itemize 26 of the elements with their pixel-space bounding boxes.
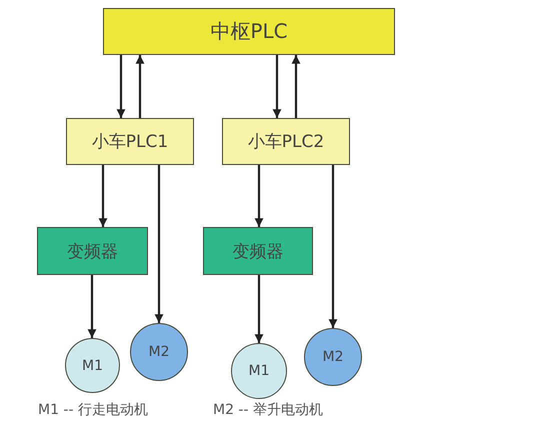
node-label: 变频器 — [232, 240, 284, 262]
node-label: M1 — [248, 363, 270, 379]
arrow — [98, 165, 108, 227]
arrow — [254, 275, 264, 343]
controller-box — [222, 118, 350, 165]
arrow — [116, 55, 126, 118]
node-label: M1 — [82, 358, 103, 374]
arrow — [254, 165, 264, 227]
node-label: 中枢PLC — [210, 18, 288, 45]
node-label: 变频器 — [67, 240, 118, 262]
controller-box — [103, 8, 395, 55]
legend-note: M2 -- 举升电动机 — [213, 401, 323, 419]
arrow — [272, 55, 282, 118]
arrow — [88, 275, 96, 338]
node-label: M2 — [322, 349, 344, 365]
node-label: M2 — [148, 344, 170, 360]
legend-note: M1 -- 行走电动机 — [38, 401, 148, 419]
arrow — [154, 165, 164, 323]
node-label: 小车PLC2 — [248, 131, 324, 153]
controller-box — [66, 118, 194, 165]
converter-box — [37, 227, 148, 275]
arrow — [328, 165, 338, 328]
converter-box — [203, 227, 313, 275]
arrow — [136, 55, 144, 118]
node-label: 小车PLC1 — [92, 131, 168, 153]
arrow — [292, 55, 300, 118]
